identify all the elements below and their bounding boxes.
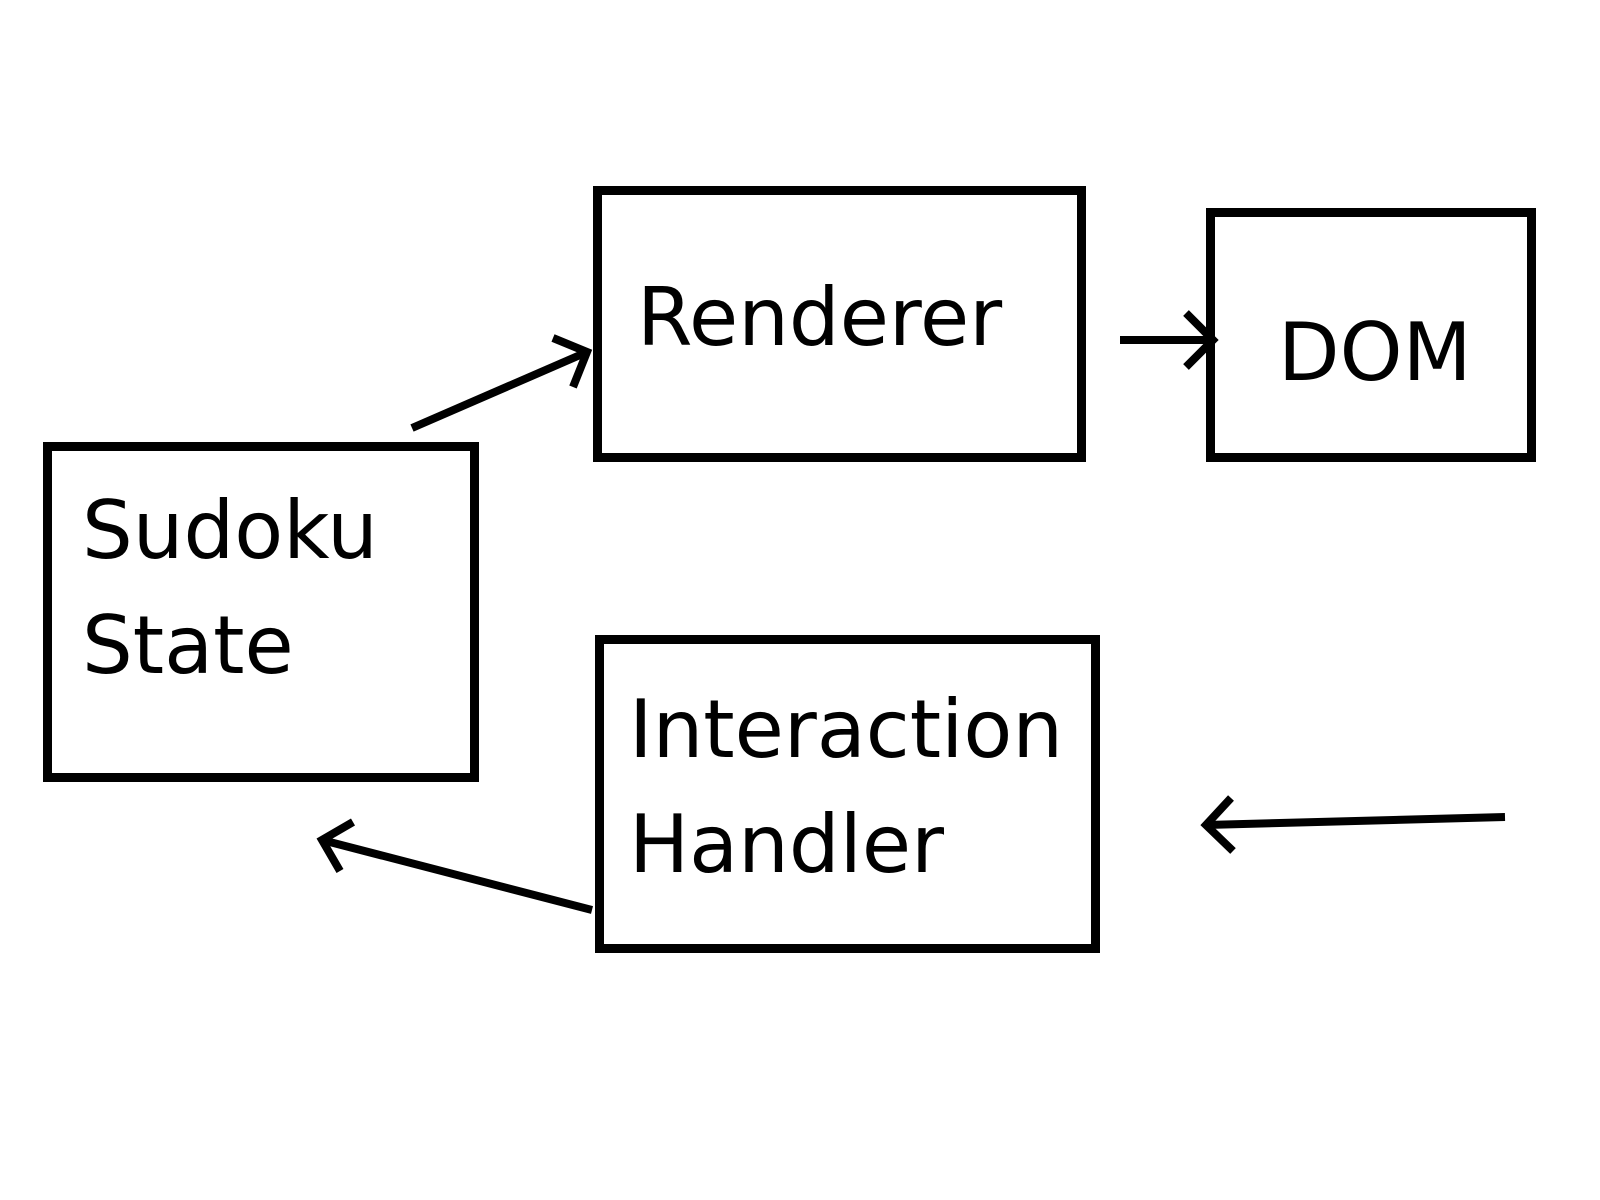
sudoku-state-label: Sudoku State [82,473,378,703]
interaction-handler-label-line2: Handler [629,798,944,891]
arrow-interaction-handler-to-sudoku-state [316,818,594,914]
arrow-renderer-to-dom [1120,310,1219,370]
dom-label: DOM [1278,306,1472,399]
sudoku-state-box: Sudoku State [43,442,479,782]
renderer-box: Renderer [593,186,1086,462]
arrow-external-to-interaction-handler [1200,795,1506,854]
dom-box: DOM [1206,208,1536,462]
sudoku-state-label-line1: Sudoku [82,484,378,577]
interaction-handler-label: Interaction Handler [629,672,1063,902]
sudoku-state-label-line2: State [82,599,294,692]
interaction-handler-label-line1: Interaction [629,683,1064,776]
interaction-handler-box: Interaction Handler [595,635,1100,953]
arrow-sudoku-state-to-renderer [410,334,593,432]
renderer-label: Renderer [637,271,1003,364]
